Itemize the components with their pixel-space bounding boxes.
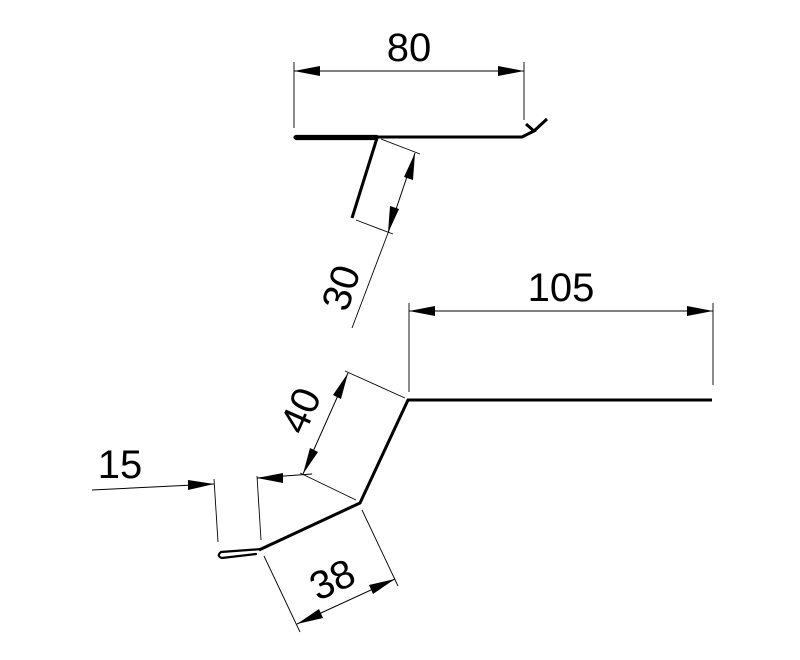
dim-bottom-hem-offset: 15 [91,443,313,543]
dim-bottom-lower-flange: 38 [263,509,399,633]
bottom-main-line [258,398,712,552]
bottom-hem [217,547,264,560]
top-drip-leg [350,137,379,219]
dim-bottom-slope: 40 [272,370,406,501]
dim-label-105: 105 [528,266,595,310]
top-hem [293,134,379,141]
dim-label-15: 15 [98,443,143,487]
dim-label-38: 38 [303,551,362,610]
top-flange [296,117,549,139]
bottom-profile [217,398,712,560]
top-profile [293,117,549,219]
dim-bottom-flat: 105 [408,266,714,392]
dim-top-width: 80 [293,26,525,128]
dim-label-30: 30 [314,260,370,316]
dim-label-80: 80 [387,26,432,70]
